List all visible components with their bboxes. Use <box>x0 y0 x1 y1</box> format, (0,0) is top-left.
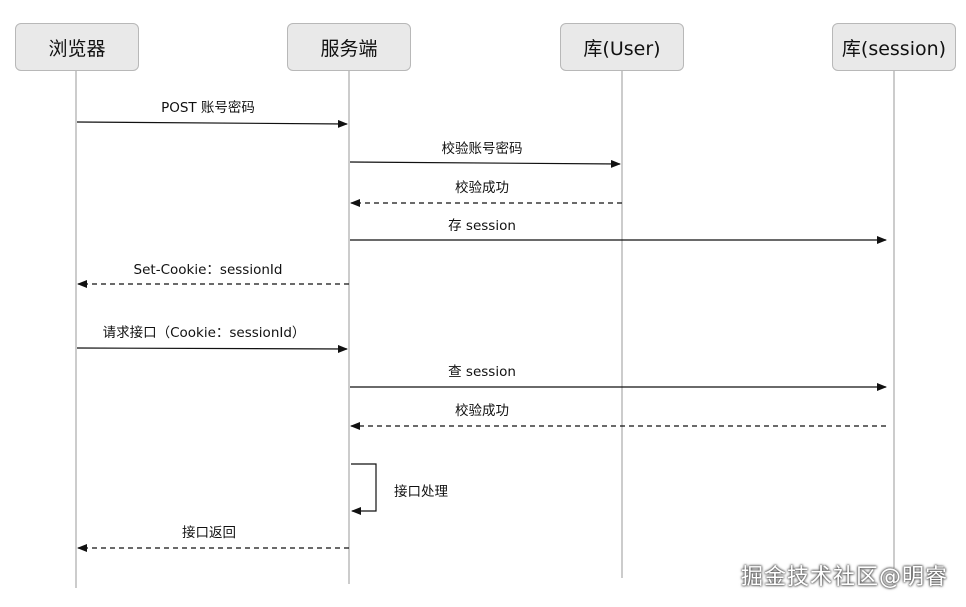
label-post-credentials: POST 账号密码 <box>161 100 255 116</box>
label-request-api: 请求接口（Cookie：sessionId） <box>102 325 306 341</box>
arrow-request-api <box>76 344 348 353</box>
label-process-api: 接口处理 <box>394 484 448 500</box>
participant-browser: 浏览器 <box>15 23 139 71</box>
label-verify-success-2: 校验成功 <box>455 403 509 419</box>
label-verify-success-1: 校验成功 <box>455 180 509 196</box>
arrow-verify-credentials <box>349 159 621 168</box>
participant-session-db: 库(session) <box>832 23 956 71</box>
label-store-session: 存 session <box>448 218 516 234</box>
participant-server: 服务端 <box>287 23 411 71</box>
label-api-return: 接口返回 <box>182 525 236 541</box>
label-query-session: 查 session <box>448 364 516 380</box>
label-verify-credentials: 校验账号密码 <box>441 141 523 157</box>
arrow-process-api <box>351 463 377 515</box>
watermark-text: 掘金技术社区@明睿 <box>740 565 948 590</box>
participant-user-db: 库(User) <box>560 23 684 71</box>
arrow-post-credentials <box>76 119 348 128</box>
label-set-cookie: Set-Cookie：sessionId <box>133 262 283 278</box>
